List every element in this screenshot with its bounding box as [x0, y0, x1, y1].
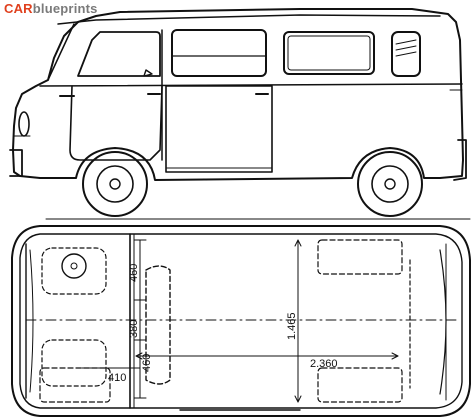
plan-view — [11, 225, 471, 417]
dimension-lines — [81, 239, 399, 403]
wheel-arch-left — [317, 239, 403, 275]
logo-suffix: blueprints — [32, 1, 98, 16]
front-wheel — [82, 151, 148, 217]
headlight — [18, 111, 30, 137]
steering-wheel — [61, 253, 87, 279]
dimension-410: 410 — [108, 372, 126, 384]
dimension-460-top: 460 — [128, 264, 140, 282]
dimension-460-bottom: 460 — [141, 354, 153, 372]
front-wheel-arch-right — [39, 367, 111, 403]
sliding-window — [171, 29, 267, 77]
dimension-1465: 1.465 — [286, 312, 298, 340]
dimension-2360: 2.360 — [310, 358, 338, 370]
car-blueprints-logo: CARblueprints — [4, 1, 98, 16]
rear-quarter-window — [391, 31, 421, 77]
side-view — [9, 8, 471, 220]
rear-wheel — [357, 151, 423, 217]
dimension-380: 380 — [128, 320, 140, 338]
engine-cover — [145, 265, 171, 385]
front-door — [69, 85, 163, 161]
sliding-door — [165, 85, 273, 173]
front-door-window — [77, 31, 161, 77]
passenger-seat — [41, 339, 107, 387]
driver-seat — [41, 247, 107, 295]
side-body-outline — [12, 8, 464, 181]
logo-brand: CAR — [4, 1, 33, 16]
side-mirror — [143, 69, 153, 77]
rear-bumper — [453, 139, 467, 181]
front-bumper — [9, 149, 23, 177]
wheel-arch-right — [317, 367, 403, 403]
rear-side-window — [283, 31, 375, 75]
plan-outline — [11, 225, 471, 417]
